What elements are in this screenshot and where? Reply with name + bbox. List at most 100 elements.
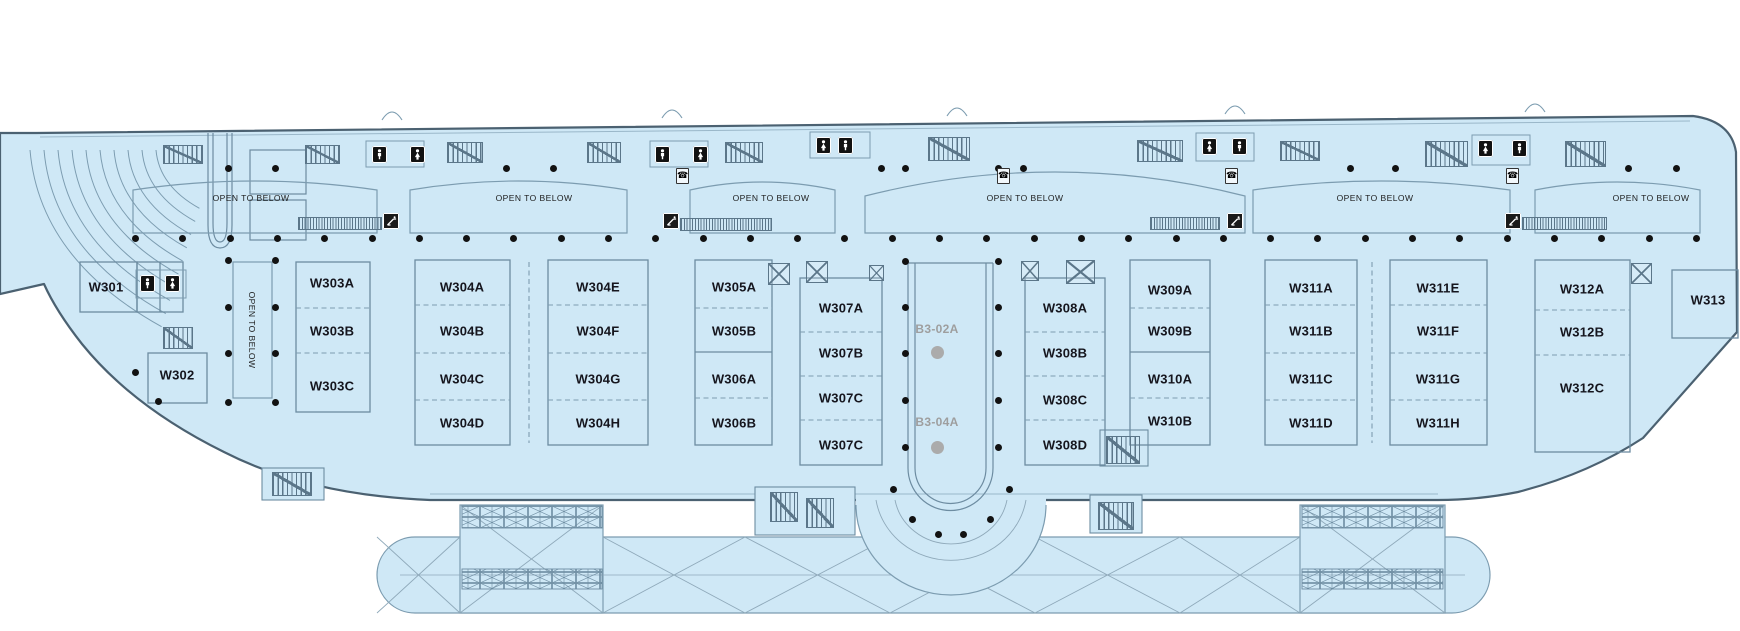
room-label-w308d: W308D (1042, 437, 1088, 453)
atrium-walkway (855, 498, 1047, 596)
room-label-w311f: W311F (1416, 323, 1460, 339)
room-block-w302 (147, 352, 208, 404)
column-dot (224, 349, 232, 357)
column-dot (320, 234, 328, 242)
phone-icon: ☎ (997, 168, 1010, 184)
elevator-icon (869, 265, 884, 281)
room-block-w308 (1024, 277, 1106, 466)
elevator-icon (806, 261, 828, 283)
seating-arc (141, 149, 196, 222)
open-to-below-label: OPEN TO BELOW (212, 193, 290, 203)
room-label-w304e: W304E (576, 279, 620, 295)
column-dot (224, 398, 232, 406)
column-dot (224, 256, 232, 264)
column-dot (224, 303, 232, 311)
column-dot (994, 349, 1002, 357)
column-dot (1005, 485, 1013, 493)
column-dot (935, 234, 943, 242)
stairs-icon (806, 498, 834, 528)
top-wall-bumps (381, 103, 1546, 121)
stairs-icon (1106, 436, 1140, 464)
column-dot (271, 398, 279, 406)
column-dot (224, 164, 232, 172)
column-dot (368, 234, 376, 242)
column-dot (1030, 234, 1038, 242)
stairs-icon (163, 145, 203, 164)
column-dot (1172, 234, 1180, 242)
column-dot (1503, 234, 1511, 242)
restroom-men-icon (372, 146, 387, 163)
seating-arc (113, 149, 188, 249)
atrium-label-b3-02a: B3-02A (915, 322, 959, 336)
column-dot (154, 397, 162, 405)
escalator-icon (1505, 213, 1521, 229)
room-label-w308a: W308A (1042, 300, 1088, 316)
room-label-w304b: W304B (439, 323, 485, 339)
stairs-icon (1137, 140, 1183, 162)
room-label-w301: W301 (88, 279, 124, 295)
stairs-icon (163, 327, 193, 349)
main-floor (0, 114, 1739, 502)
room-label-w311b: W311B (1289, 323, 1333, 339)
open-to-below-label: OPEN TO BELOW (1336, 193, 1414, 203)
room-label-w312b: W312B (1559, 324, 1605, 340)
room-label-w311h: W311H (1416, 415, 1460, 431)
restroom-men-icon (838, 137, 853, 154)
column-dot (549, 164, 557, 172)
restroom-men-icon (655, 146, 670, 163)
phone-icon: ☎ (676, 168, 689, 184)
escalator-icon (663, 213, 679, 229)
skylight-band (461, 505, 603, 529)
room-label-w308c: W308C (1042, 392, 1088, 408)
column-dot (273, 234, 281, 242)
open-to-below-label: OPEN TO BELOW (986, 193, 1064, 203)
elevator-icon (1021, 261, 1039, 281)
atrium-corridor (907, 262, 994, 512)
column-dot (271, 164, 279, 172)
column-dot (131, 368, 139, 376)
column-dot (226, 234, 234, 242)
column-dot (1219, 234, 1227, 242)
open-to-below-label: OPEN TO BELOW (732, 193, 810, 203)
column-dot (1266, 234, 1274, 242)
restroom-men-icon (140, 275, 155, 292)
column-dot (1455, 234, 1463, 242)
atrium-label-b3-04a: B3-04A (915, 415, 959, 429)
phone-icon: ☎ (1225, 168, 1238, 184)
room-label-w312a: W312A (1559, 281, 1605, 297)
room-label-w308b: W308B (1042, 345, 1088, 361)
stairs-icon (725, 142, 763, 163)
open-to-below-label: OPEN TO BELOW (1612, 193, 1690, 203)
room-label-w304c: W304C (439, 371, 485, 387)
column-dot (1624, 164, 1632, 172)
column-dot (502, 164, 510, 172)
seating-arc (29, 149, 162, 328)
escalator-icon (1227, 213, 1243, 229)
phone-icon: ☎ (1506, 168, 1519, 184)
column-dot (901, 349, 909, 357)
column-dot (840, 234, 848, 242)
escalator-bar-icon (680, 218, 772, 231)
open-to-below-label: OPEN TO BELOW (495, 193, 573, 203)
restroom-men-icon (1512, 140, 1527, 157)
elevator-icon (1631, 263, 1652, 284)
room-label-w307b: W307B (818, 345, 864, 361)
restroom-women-icon (410, 146, 425, 163)
restroom-women-icon (165, 275, 180, 292)
stairs-icon (447, 142, 483, 163)
column-dot (1019, 164, 1027, 172)
column-dot (934, 530, 942, 538)
stairs-icon (305, 145, 340, 164)
column-dot (1550, 234, 1558, 242)
room-label-w311e: W311E (1416, 280, 1460, 296)
column-dot (889, 485, 897, 493)
column-dot (901, 164, 909, 172)
open-to-below-label: OPEN TO BELOW (247, 291, 257, 369)
column-dot (699, 234, 707, 242)
room-block-w307 (799, 277, 883, 466)
room-label-w313: W313 (1690, 292, 1726, 308)
atrium-marker-dot (930, 440, 944, 454)
column-dot (746, 234, 754, 242)
